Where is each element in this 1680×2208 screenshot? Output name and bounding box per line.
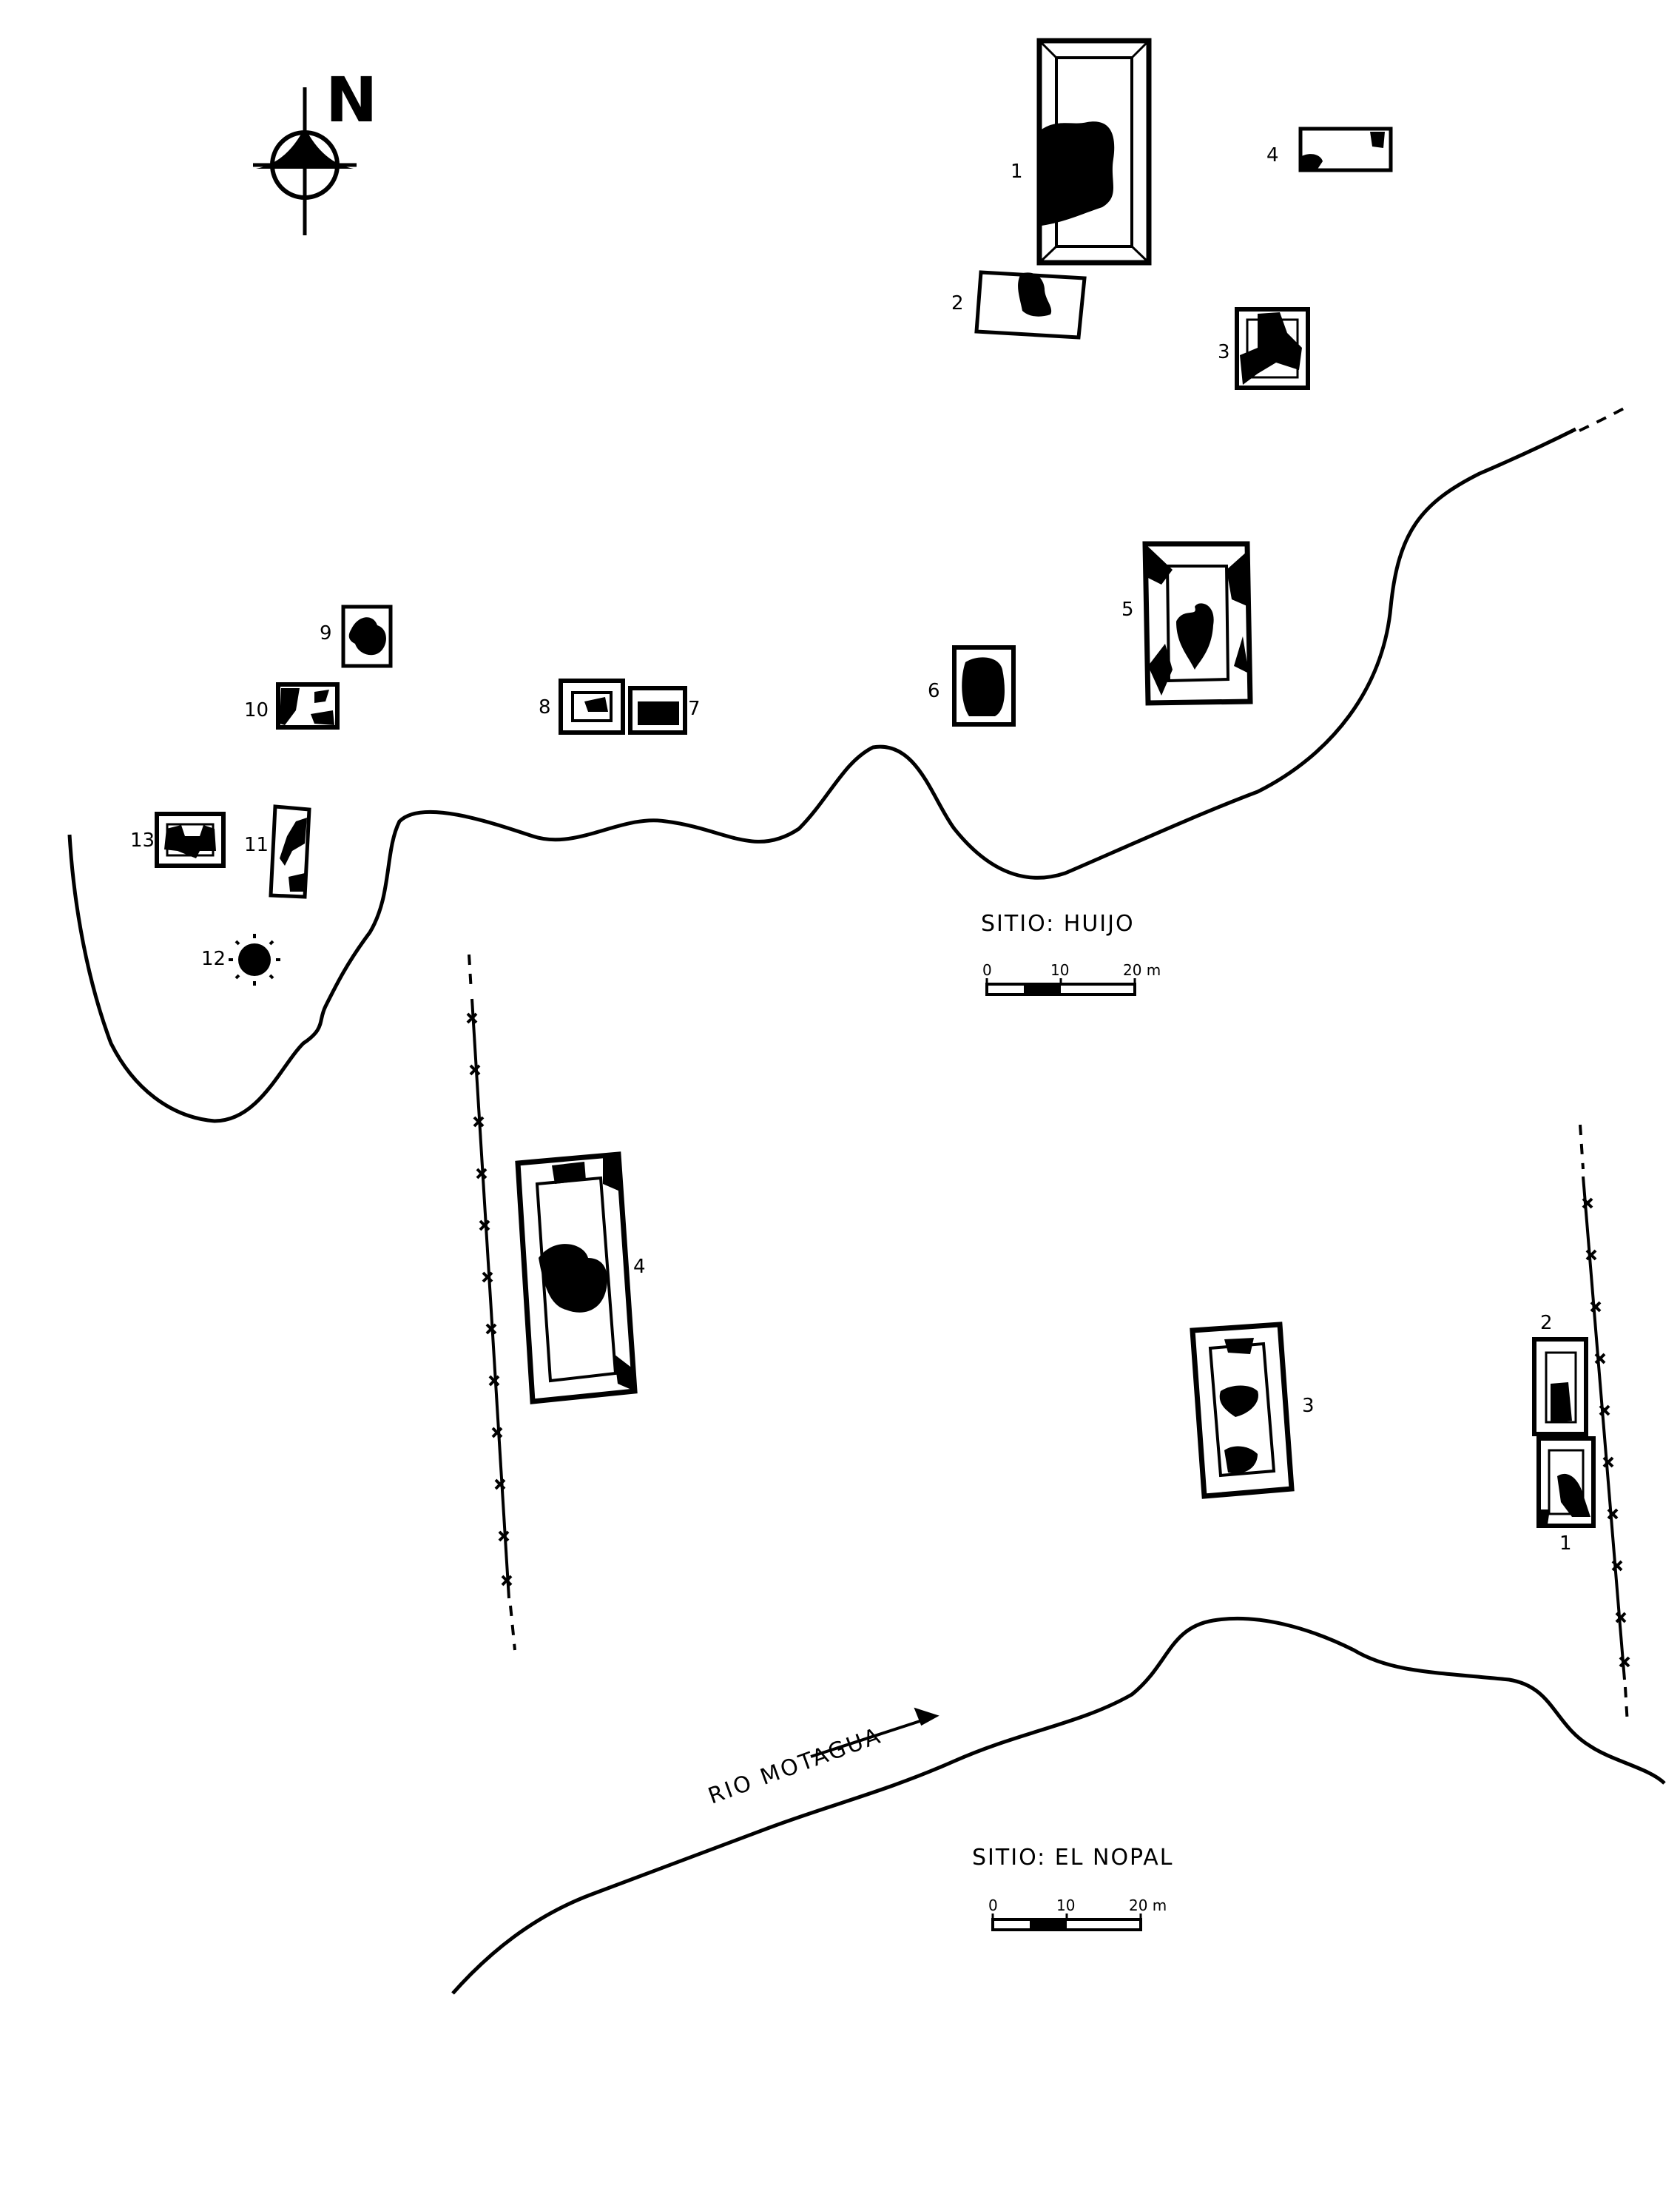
huijo-structure-8: [559, 679, 625, 735]
huijo-label-6: 6: [928, 680, 940, 702]
scale-huijo-tick-10: 10: [1050, 961, 1069, 979]
huijo-label-10: 10: [244, 699, 269, 721]
huijo-structure-3: [1235, 307, 1310, 390]
huijo-label-13: 13: [130, 829, 155, 852]
huijo-structure-5: [1142, 541, 1253, 706]
fence-line-east: [1579, 1124, 1630, 1725]
huijo-label-7: 7: [688, 698, 701, 720]
huijo-label-2: 2: [951, 292, 964, 314]
huijo-label-12: 12: [201, 948, 226, 970]
scale-bar-nopal: [991, 1914, 1142, 1931]
huijo-label-11: 11: [244, 834, 269, 856]
nopal-structure-2: [1532, 1337, 1588, 1436]
huijo-structure-1: [1036, 38, 1152, 266]
site-title-huijo: SITIO: HUIJO: [981, 911, 1135, 937]
huijo-structure-9: [341, 605, 393, 668]
north-arrow-icon: [253, 87, 357, 235]
scale-huijo-tick-20: 20 m: [1123, 961, 1161, 979]
huijo-structure-4: [1298, 127, 1393, 172]
huijo-label-1: 1: [1011, 161, 1023, 183]
huijo-structure-10: [276, 682, 340, 730]
nopal-label-1: 1: [1559, 1532, 1572, 1555]
huijo-structure-11: [269, 804, 311, 899]
huijo-structure-13: [155, 812, 226, 868]
nopal-label-4: 4: [633, 1256, 646, 1278]
huijo-structure-7: [628, 686, 687, 735]
huijo-label-3: 3: [1218, 341, 1230, 363]
site-title-nopal: SITIO: EL NOPAL: [972, 1845, 1173, 1871]
nopal-structure-3: [1190, 1322, 1295, 1499]
river-bank-nopal: [451, 1616, 1666, 1995]
river-bank-huijo: [67, 427, 1577, 1123]
nopal-label-3: 3: [1302, 1395, 1315, 1417]
huijo-label-8: 8: [539, 696, 551, 718]
fence-line-west: [466, 954, 516, 1651]
huijo-label-9: 9: [320, 622, 332, 644]
scale-nopal-tick-0: 0: [988, 1896, 998, 1914]
scale-nopal-tick-20: 20 m: [1129, 1896, 1167, 1914]
huijo-structure-2: [974, 270, 1087, 340]
nopal-label-2: 2: [1540, 1312, 1553, 1334]
scale-huijo-tick-0: 0: [982, 961, 992, 979]
river-bank-huijo-dash: [1579, 407, 1625, 432]
nopal-structure-1: [1536, 1436, 1596, 1528]
river-flow-arrow-icon: [810, 1707, 939, 1758]
huijo-label-4: 4: [1266, 144, 1279, 166]
north-label: N: [325, 64, 377, 136]
scale-bar-huijo: [985, 978, 1136, 996]
huijo-label-5: 5: [1121, 599, 1134, 621]
huijo-structure-6: [952, 645, 1016, 727]
huijo-structure-12: [229, 934, 280, 986]
scale-nopal-tick-10: 10: [1056, 1896, 1075, 1914]
nopal-structure-4: [515, 1151, 638, 1404]
